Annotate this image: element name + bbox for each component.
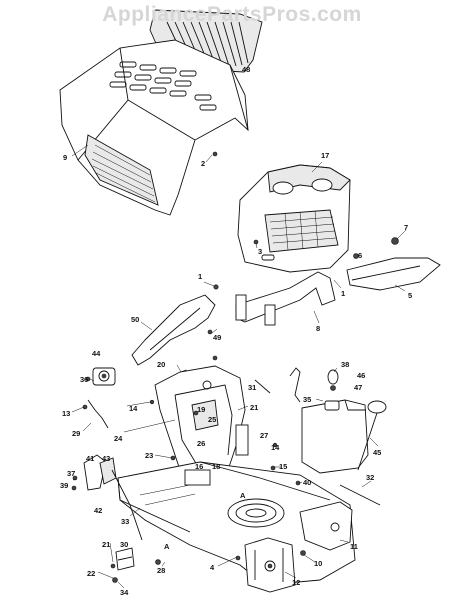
callout-12: 12: [292, 578, 300, 587]
callout-25: 25: [208, 415, 216, 424]
lever-assembly: [83, 454, 143, 541]
callout-14: 14: [271, 443, 280, 452]
callout-19: 19: [197, 405, 205, 414]
callout-50: 50: [131, 315, 139, 324]
fuel-cap: [367, 400, 387, 414]
callout-39: 39: [60, 481, 68, 490]
callout-2: 2: [201, 159, 205, 168]
callout-34: 34: [120, 588, 129, 597]
callout-21: 21: [102, 540, 110, 549]
callout-45: 45: [373, 448, 381, 457]
callout-49: 49: [213, 333, 221, 342]
watermark: AppliancePartsPros.com: [102, 3, 362, 26]
callout-20: 20: [157, 360, 165, 369]
callout-21: 21: [250, 403, 258, 412]
callout-18: 18: [212, 462, 220, 471]
callout-10: 10: [314, 559, 322, 568]
callout-15: 15: [279, 462, 287, 471]
callout-35: 35: [303, 395, 311, 404]
front-grille: [237, 164, 351, 273]
callout-A: A: [164, 542, 170, 551]
callout-13: 13: [62, 409, 70, 418]
clip-bracket: [115, 547, 135, 571]
callout-23: 23: [145, 451, 153, 460]
callout-36: 36: [80, 375, 88, 384]
callout-43: 43: [102, 454, 110, 463]
front-axle-bracket: [244, 537, 296, 593]
callout-33: 33: [121, 517, 129, 526]
ignition-switch: [92, 367, 116, 386]
callout-29: 29: [72, 429, 80, 438]
callout-38: 38: [341, 360, 349, 369]
rod: [339, 484, 381, 506]
fuel-filter: [327, 369, 339, 385]
callout-9: 9: [63, 153, 67, 162]
callout-30: 30: [120, 540, 128, 549]
side-panel: [346, 257, 441, 291]
callout-14: 14: [129, 404, 138, 413]
callout-1: 1: [341, 289, 345, 298]
callout-41: 41: [86, 454, 94, 463]
callout-42: 42: [94, 506, 102, 515]
callout-27: 27: [260, 431, 268, 440]
fuel-hose: [357, 412, 378, 471]
callout-24: 24: [114, 434, 123, 443]
dash-tower: [154, 365, 249, 481]
callout-28: 28: [157, 566, 165, 575]
callout-44: 44: [92, 349, 101, 358]
callout-4: 4: [210, 563, 215, 572]
right-bracket: [299, 501, 353, 551]
leader-lines: [71, 144, 407, 589]
callout-1: 1: [198, 272, 202, 281]
hood-bracket: [235, 271, 336, 326]
callout-5: 5: [408, 291, 412, 300]
callout-16: 16: [195, 462, 203, 471]
callout-A: A: [240, 491, 246, 500]
callout-48: 48: [242, 65, 250, 74]
callout-8: 8: [316, 324, 320, 333]
callout-46: 46: [357, 371, 365, 380]
callout-32: 32: [366, 473, 374, 482]
callout-17: 17: [321, 151, 329, 160]
fuel-line: [289, 367, 301, 403]
callout-31: 31: [248, 383, 256, 392]
main-frame: [117, 461, 356, 586]
callout-22: 22: [87, 569, 95, 578]
hose-clamp: [330, 385, 336, 391]
callout-3: 3: [258, 247, 262, 256]
hood: [59, 39, 249, 216]
callout-26: 26: [197, 439, 205, 448]
callout-40: 40: [303, 478, 311, 487]
callout-47: 47: [354, 383, 362, 392]
spring-lever: [87, 399, 109, 429]
dash-panel: [131, 294, 216, 366]
callout-labels: 48 9 2 17 3 7 6 1 1 5 8 50 49 44 36 20 3…: [60, 65, 412, 597]
callout-37: 37: [67, 469, 75, 478]
fuel-tank: [301, 399, 369, 474]
callout-7: 7: [404, 223, 408, 232]
callout-6: 6: [358, 251, 362, 260]
callout-11: 11: [350, 542, 358, 551]
cable-end: [254, 379, 271, 394]
